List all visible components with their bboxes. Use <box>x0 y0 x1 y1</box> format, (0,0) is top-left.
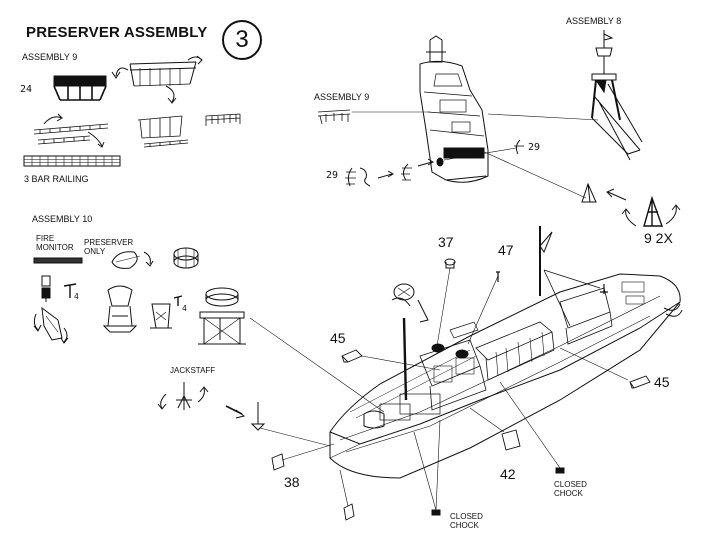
part-9-lamp <box>643 195 663 227</box>
arrow-icon <box>225 405 246 419</box>
step-number: 3 <box>235 26 249 53</box>
arrow-icon <box>606 188 627 201</box>
closed-chock-part <box>413 419 441 516</box>
t-bracket-part <box>63 283 77 298</box>
railing-piece <box>205 113 241 126</box>
part-number-4-b: 4 <box>182 304 187 313</box>
assembly-8-label: ASSEMBLY 8 <box>566 16 622 26</box>
closed-chock-b-line2: CHOCK <box>554 489 583 498</box>
fire-monitor-assembled <box>33 306 69 344</box>
fire-monitor-label: FIRE MONITOR <box>36 234 74 252</box>
monitor-stand <box>150 295 183 329</box>
assembly-9-label-right: ASSEMBLY 9 <box>314 92 370 102</box>
curved-arrow-icon <box>165 85 177 104</box>
leader-line <box>259 427 331 447</box>
curved-arrow-icon <box>111 67 129 79</box>
preserver-only-label-line1: PRESERVER <box>84 238 134 247</box>
monitor-part <box>41 275 51 302</box>
part-number-24: 24 <box>20 84 33 95</box>
part-number-29-left: 29 <box>326 170 339 181</box>
assembly-8-mast <box>591 30 643 161</box>
leader-line <box>249 317 385 413</box>
three-bar-railing <box>23 155 121 167</box>
preserver-only-label-line2: ONLY <box>84 247 106 256</box>
jackstaff-mounted <box>250 402 266 431</box>
fire-monitor-label-line2: MONITOR <box>36 243 74 252</box>
part-number-4-a: 4 <box>74 292 79 301</box>
part-number-9-2x: 9 2X <box>644 230 673 246</box>
preserver-etch <box>111 251 141 269</box>
jackstaff-part <box>157 382 209 410</box>
part-45-bar <box>559 347 651 389</box>
curved-arrow-icon <box>665 204 681 225</box>
part-24-railing-etch <box>53 75 107 101</box>
part-number-42: 42 <box>500 466 516 482</box>
closed-chock-label-a: CLOSED CHOCK <box>450 512 483 530</box>
closed-chock-b-line1: CLOSED <box>554 480 587 489</box>
part-number-45-right: 45 <box>654 374 670 390</box>
assembly-9-label: ASSEMBLY 9 <box>22 52 78 62</box>
part-number-38: 38 <box>284 474 300 490</box>
derrick-head-part <box>581 182 597 203</box>
part-45-bar <box>341 349 441 371</box>
preserver-stand <box>102 285 138 333</box>
curved-arrow-icon <box>187 55 203 65</box>
tower-platform <box>198 287 246 345</box>
curved-arrow-icon <box>87 131 105 148</box>
part-number-37: 37 <box>438 234 454 250</box>
railing-strip <box>37 135 91 145</box>
railing-strip <box>33 123 109 135</box>
bent-railing-top <box>129 61 197 87</box>
closed-chock-part <box>499 381 565 474</box>
curved-arrow-icon <box>143 251 154 267</box>
assembly-10-label: ASSEMBLY 10 <box>32 214 93 224</box>
three-bar-railing-label: 3 BAR RAILING <box>24 174 89 184</box>
part-42-plate <box>469 407 521 451</box>
closed-chock-a-line1: CLOSED <box>450 512 483 521</box>
railing-piece <box>137 115 189 148</box>
fire-monitor-etch <box>33 257 83 264</box>
ring-part <box>173 247 199 269</box>
closed-chock-label-b: CLOSED CHOCK <box>554 480 587 498</box>
ship-bow-top <box>419 35 489 183</box>
jackstaff-label: JACKSTAFF <box>170 366 216 375</box>
part-number-29-right: 29 <box>528 142 541 153</box>
part-38-bollard <box>271 443 355 521</box>
railing-piece <box>317 109 351 125</box>
preserver-only-label: PRESERVER ONLY <box>84 238 133 256</box>
page-title: PRESERVER ASSEMBLY <box>26 24 208 41</box>
part-number-47: 47 <box>498 242 514 258</box>
closed-chock-a-line2: CHOCK <box>450 521 479 530</box>
part-number-45-left: 45 <box>330 330 346 346</box>
curved-arrow-icon <box>43 113 63 125</box>
life-ring-parts <box>345 113 599 199</box>
curved-arrow-icon <box>621 208 637 227</box>
step-number-badge: 3 <box>222 20 262 60</box>
fire-monitor-label-line1: FIRE <box>36 234 55 243</box>
ship-hull-main <box>329 226 683 479</box>
